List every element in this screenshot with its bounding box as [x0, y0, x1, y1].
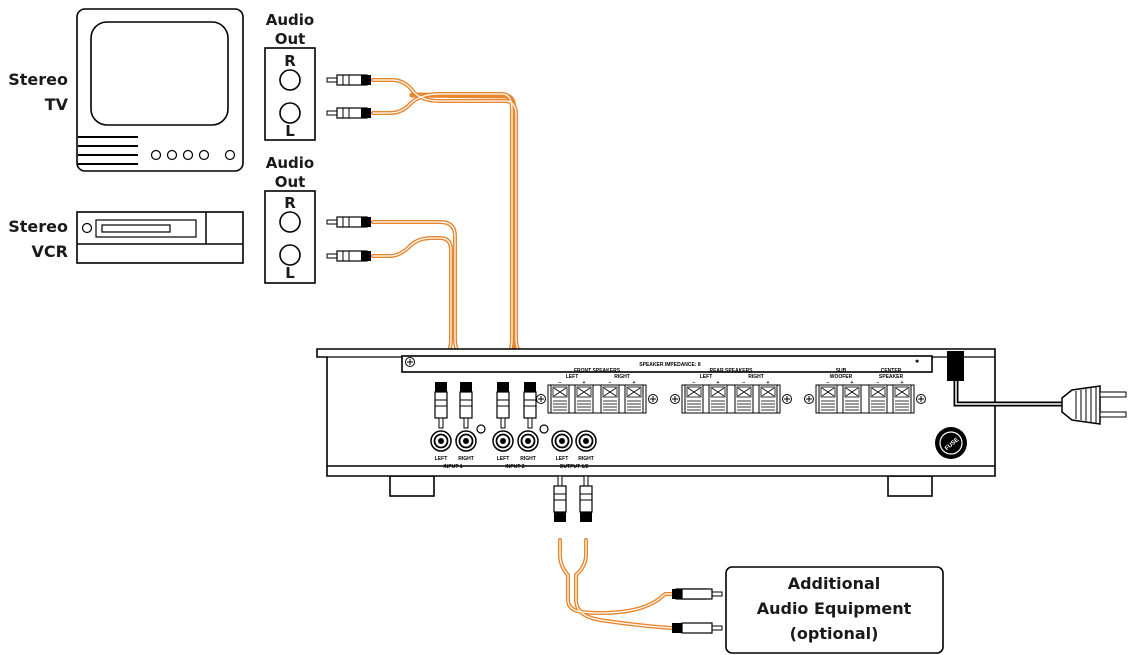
front-speakers-label: FRONT SPEAKERS [574, 368, 621, 374]
stereo-tv [76, 8, 244, 172]
input2-left: LEFT [497, 456, 510, 462]
sub-woofer-label-line2: WOOFER [830, 374, 853, 380]
tv-label-line2: TV [45, 95, 69, 114]
vcr-audio-out-title-line2: Out [275, 173, 306, 191]
amp-impedance: SPEAKER IMPEDANCE: 8 [639, 362, 701, 368]
input2-label: INPUT 2 [505, 464, 524, 470]
rca-plugs-source [326, 74, 372, 262]
output-left: LEFT [556, 456, 569, 462]
tv-audio-out-r-jack[interactable] [279, 69, 301, 91]
stereo-vcr [76, 211, 244, 264]
vcr-audio-out-l: L [285, 264, 295, 282]
front-right-label: RIGHT [614, 374, 630, 380]
vcr-label-line2: VCR [32, 242, 68, 261]
amp-ground-mark: ✱ [915, 359, 920, 365]
center-minus: − [877, 380, 880, 386]
tv-audio-out-title-line2: Out [275, 30, 306, 48]
front-r-minus: − [609, 380, 612, 386]
tv-audio-out-panel: Audio Out R L [264, 11, 316, 141]
amplifier: SPEAKER IMPEDANCE: 8 ✱ LEFT RIGHT INPUT … [316, 348, 996, 497]
center-speaker-label-line2: SPEAKER [879, 374, 904, 380]
tv-audio-out-r: R [284, 52, 296, 70]
rca-plug-out-1 [672, 588, 723, 600]
tv-audio-out-l-jack[interactable] [279, 102, 301, 124]
rca-plugs-output [553, 475, 593, 523]
vcr-audio-out-title-line1: Audio [266, 154, 314, 172]
input1-left: LEFT [435, 456, 448, 462]
vcr-label-line1: Stereo [8, 217, 68, 236]
rear-l-minus: − [693, 380, 696, 386]
vcr-audio-out-r: R [284, 194, 296, 212]
front-l-minus: − [559, 380, 562, 386]
fuse-icon: FUSE [935, 427, 967, 459]
input1-label: INPUT 1 [443, 464, 462, 470]
sub-plus: + [851, 380, 854, 386]
plug-icon [1061, 385, 1127, 425]
output-cable [558, 538, 674, 630]
additional-line3: (optional) [790, 624, 879, 643]
tv-audio-out-title-line1: Audio [266, 11, 314, 29]
vcr-audio-out-r-jack[interactable] [279, 211, 301, 233]
input2-right: RIGHT [520, 456, 536, 462]
input1-right: RIGHT [458, 456, 474, 462]
center-plus: + [901, 380, 904, 386]
vcr-audio-out-l-jack[interactable] [279, 244, 301, 266]
center-speaker-label-line1: CENTER [881, 368, 902, 374]
output-right: RIGHT [578, 456, 594, 462]
rear-speakers-label: REAR SPEAKERS [709, 368, 753, 374]
power-cord [947, 351, 1127, 425]
rear-l-plus: + [717, 380, 720, 386]
front-left-label: LEFT [566, 374, 579, 380]
rear-r-plus: + [767, 380, 770, 386]
additional-line2: Audio Equipment [757, 599, 912, 618]
rear-r-minus: − [743, 380, 746, 386]
tv-audio-out-l: L [285, 122, 295, 140]
sub-minus: − [827, 380, 830, 386]
sub-woofer-label-line1: SUB [836, 368, 847, 374]
rear-right-label: RIGHT [748, 374, 764, 380]
tv-label-line1: Stereo [8, 70, 68, 89]
additional-line1: Additional [788, 574, 881, 593]
front-r-plus: + [633, 380, 636, 386]
output-label: OUTPUT 1/2 [560, 464, 589, 470]
vcr-audio-out-panel: Audio Out R L [264, 154, 316, 284]
rear-left-label: LEFT [700, 374, 713, 380]
additional-audio-equipment: Additional Audio Equipment (optional) [725, 566, 944, 654]
front-l-plus: + [583, 380, 586, 386]
rca-plug-out-2 [672, 622, 723, 634]
